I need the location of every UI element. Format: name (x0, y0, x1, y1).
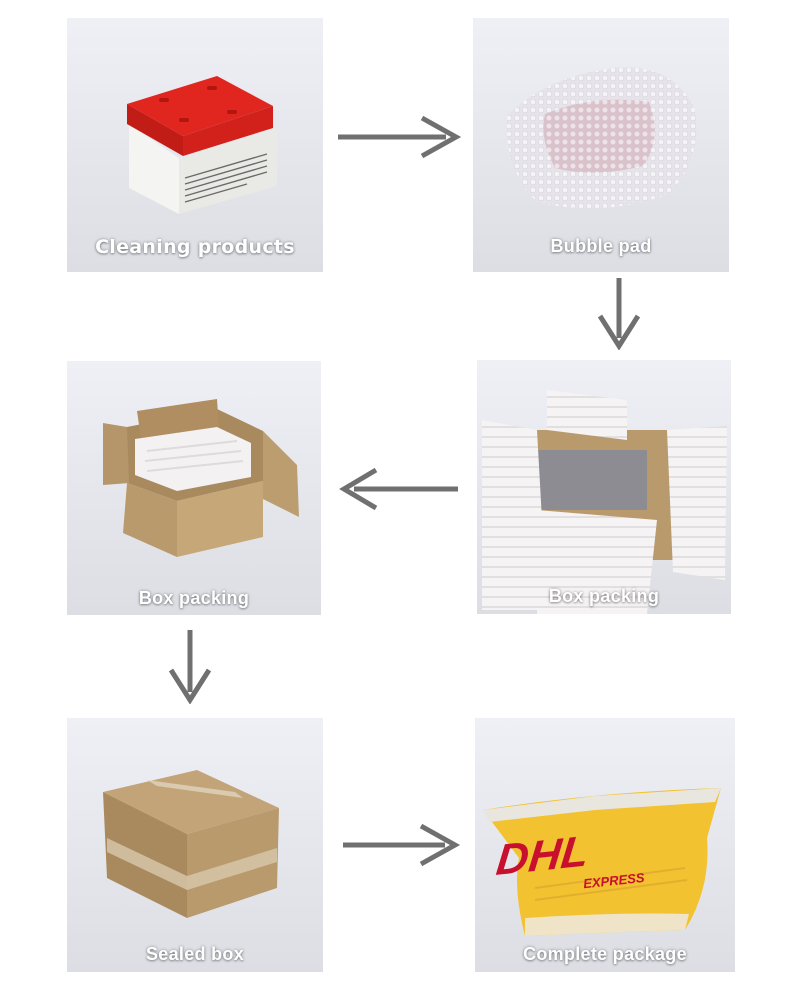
step-label: Box packing (548, 586, 660, 606)
arrow-right (336, 115, 464, 159)
arrow-down-icon (168, 630, 212, 704)
step-label: Complete package (523, 944, 687, 964)
step-label: Bubble pad (550, 236, 652, 256)
box-with-foam-image (482, 390, 727, 614)
step-complete-package: DHL EXPRESS Complete package (475, 718, 735, 972)
arrow-left (338, 467, 460, 511)
step-sealed-box: Sealed box (67, 718, 323, 972)
open-box-image (103, 399, 299, 557)
step-bubble-pad: Bubble pad (473, 18, 729, 272)
step-label: Sealed box (145, 944, 245, 964)
mailer-sub-text: EXPRESS (582, 870, 645, 891)
step-cleaning-products: Cleaning products (67, 18, 323, 272)
arrow-right-icon (343, 823, 461, 867)
step-label: Box packing (138, 588, 250, 608)
dhl-mailer-image: DHL EXPRESS (483, 788, 721, 936)
mailer-logo-text: DHL (494, 827, 591, 885)
arrow-right (341, 823, 461, 867)
arrow-down (597, 276, 641, 350)
step-box-packing-foam: Box packing (477, 360, 731, 614)
arrow-left-icon (339, 467, 458, 511)
bubble-wrap-image (506, 67, 697, 209)
sealed-box-image (103, 770, 279, 918)
step-box-packing-open: Box packing (67, 361, 321, 615)
red-lid-container-image (127, 76, 277, 214)
arrow-down-icon (597, 278, 641, 350)
step-label: Cleaning products (95, 236, 295, 258)
arrow-right-icon (338, 115, 462, 159)
arrow-down (168, 628, 212, 704)
